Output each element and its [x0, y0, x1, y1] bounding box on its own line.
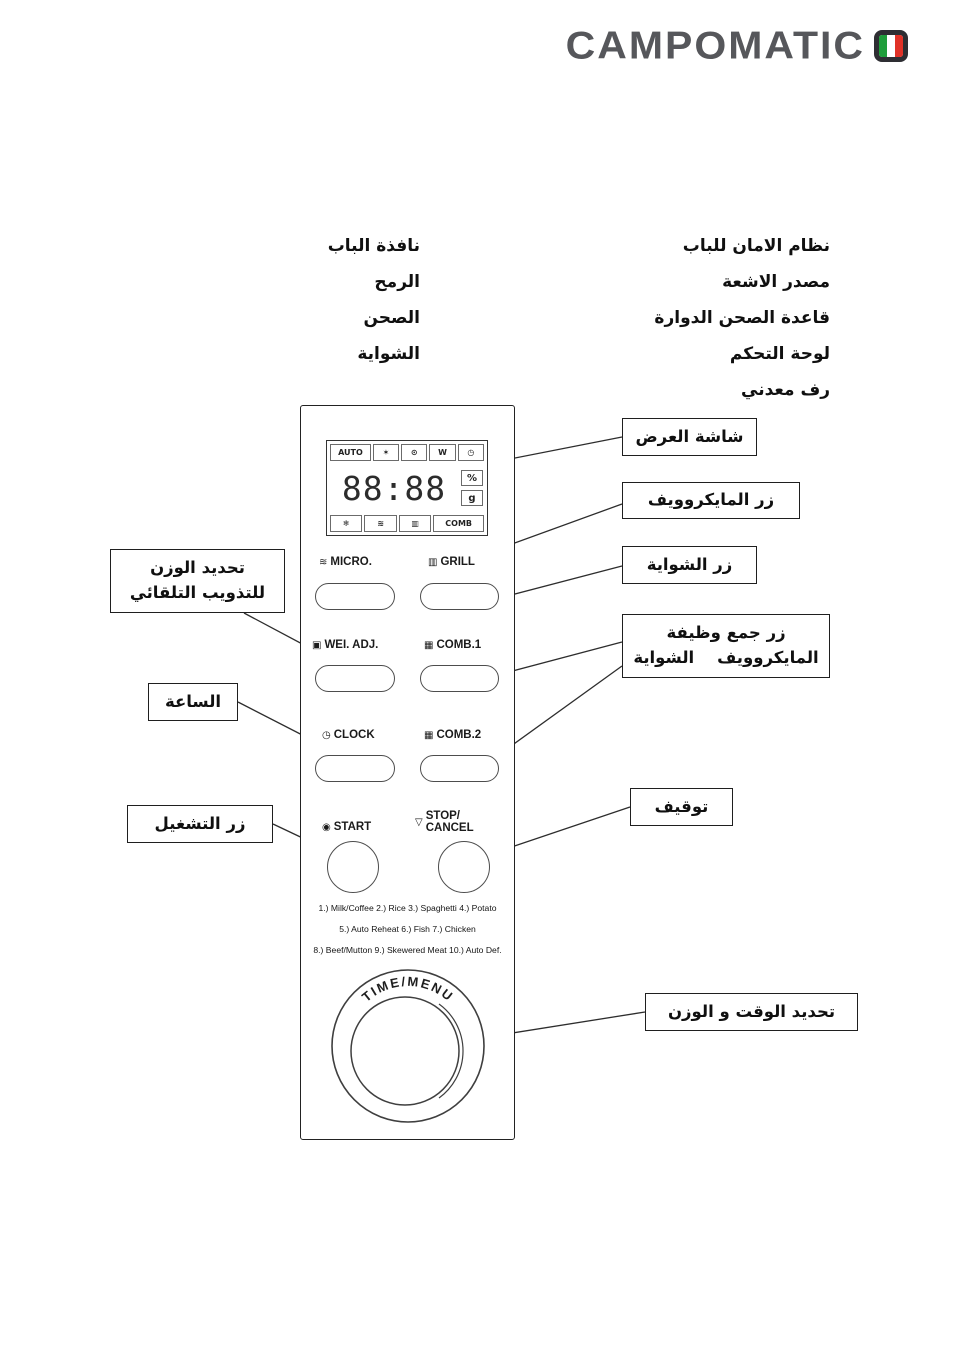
callout-time-weight: تحديد الوقت و الوزن	[645, 993, 858, 1031]
flag-green-stripe	[879, 34, 887, 57]
weight-adjust-label-text: WEI. ADJ.	[324, 639, 379, 651]
comb-indicator: COMB	[433, 515, 485, 532]
label-turntable-base: قاعدة الصحن الدوارة	[654, 308, 830, 328]
callout-weight-line2: للتذويب التلقائي	[129, 583, 266, 602]
display-bottom-row: ❄ ≋ ▥ COMB	[329, 514, 485, 533]
comb1-button-label: ▦ COMB.1	[424, 639, 481, 651]
callout-stop: توقيف	[630, 788, 733, 826]
callout-grill-button-text: زر الشواية	[646, 554, 733, 574]
micro-button	[315, 583, 395, 610]
callout-time-weight-text: تحديد الوقت و الوزن	[667, 1001, 836, 1021]
comb1-icon: ▦	[424, 639, 434, 651]
callout-grill-button: زر الشواية	[622, 546, 757, 584]
label-door-safety-system: نظام الامان للباب	[682, 236, 830, 256]
callout-start-button-text: زر التشغيل	[154, 813, 246, 833]
comb2-label-text: COMB.2	[436, 729, 482, 741]
fan-icon: ✶	[372, 444, 400, 461]
callout-clock: الساعة	[148, 683, 238, 721]
stop-icon: ▽	[415, 816, 423, 828]
time-menu-dial: TIME/MENU	[331, 969, 485, 1123]
display-middle: 88:88 % g	[329, 462, 485, 514]
label-door-window: نافذة الباب	[327, 236, 420, 256]
dial-outer-ring	[331, 969, 485, 1123]
dial-edge-arc	[438, 1003, 464, 1099]
grill-button-label: ▥ GRILL	[428, 556, 475, 568]
callout-combo-button: زر جمع وظيفة المايكروويف الشواية	[622, 614, 830, 678]
auto-indicator: AUTO	[330, 444, 371, 461]
callout-combo-line2: المايكروويف الشواية	[633, 648, 819, 667]
micro-icon: ≋	[319, 556, 328, 568]
label-metal-shelf: رف معدني	[741, 380, 830, 400]
weight-adjust-button-label: ▣ WEI. ADJ.	[312, 639, 378, 651]
callout-clock-text: الساعة	[164, 691, 222, 711]
menu-line-1: 1.) Milk/Coffee 2.) Rice 3.) Spaghetti 4…	[318, 903, 497, 913]
watt-indicator: W	[429, 444, 456, 461]
clock-icon: ◷	[457, 444, 484, 461]
label-control-panel: لوحة التحكم	[729, 344, 830, 364]
display-top-row: AUTO ✶ ⊙ W ◷	[329, 443, 485, 462]
stop-label-lines: STOP/ CANCEL	[426, 810, 474, 835]
dial-knob	[350, 996, 460, 1106]
start-icon: ◉	[322, 821, 331, 833]
clock-label-text: CLOCK	[333, 729, 375, 741]
label-spit: الرمح	[374, 272, 420, 292]
weight-adjust-icon: ▣	[312, 639, 322, 651]
flag-white-stripe	[887, 34, 895, 57]
turntable-icon: ⊙	[401, 444, 428, 461]
grill-label-text: GRILL	[440, 556, 475, 568]
percent-indicator: %	[461, 470, 483, 486]
stop-label-line1: STOP/	[425, 810, 461, 822]
clock-button-icon: ◷	[322, 729, 331, 741]
micro-button-label: ≋ MICRO.	[319, 556, 372, 568]
label-plate: الصحن	[363, 308, 420, 328]
label-grill: الشواية	[357, 344, 420, 364]
grill-button	[420, 583, 499, 610]
start-button	[327, 841, 379, 893]
microwave-waves-icon: ≋	[364, 515, 397, 532]
callout-microwave-button: زر المايكروويف	[622, 482, 800, 519]
gram-indicator: g	[461, 490, 483, 506]
display-screen: AUTO ✶ ⊙ W ◷ 88:88 % g ❄ ≋ ▥ COMB	[326, 440, 488, 536]
display-units: % g	[459, 462, 485, 514]
micro-label-text: MICRO.	[330, 556, 372, 568]
comb2-button	[420, 755, 499, 782]
comb2-icon: ▦	[424, 729, 434, 741]
grill-icon: ▥	[428, 556, 438, 568]
callout-display-screen: شاشة العرض	[622, 418, 757, 456]
callout-combo-line1: زر جمع وظيفة	[666, 623, 786, 643]
comb1-button	[420, 665, 499, 692]
stop-cancel-button	[438, 841, 490, 893]
brand-name: CAMPOMATIC	[565, 23, 865, 67]
start-button-label: ◉ START	[322, 821, 371, 833]
comb1-label-text: COMB.1	[436, 639, 482, 651]
menu-line-2: 5.) Auto Reheat 6.) Fish 7.) Chicken	[339, 924, 476, 934]
comb2-button-label: ▦ COMB.2	[424, 729, 481, 741]
clock-button-label: ◷ CLOCK	[322, 729, 375, 741]
stop-label-line2: CANCEL	[425, 822, 474, 835]
defrost-icon: ❄	[330, 515, 363, 532]
label-radiation-source: مصدر الاشعة	[722, 272, 830, 292]
grill-element-icon: ▥	[398, 515, 432, 532]
callout-stop-text: توقيف	[654, 796, 709, 816]
start-label-text: START	[333, 821, 372, 833]
clock-button	[315, 755, 395, 782]
weight-adjust-button	[315, 665, 395, 692]
brand-flag-icon	[874, 29, 908, 62]
time-digits: 88:88	[341, 468, 447, 508]
menu-line-3: 8.) Beef/Mutton 9.) Skewered Meat 10.) A…	[313, 945, 502, 955]
callout-auto-defrost-weight: تحديد الوزن للتذويب التلقائي	[110, 549, 285, 613]
control-panel-diagram: AUTO ✶ ⊙ W ◷ 88:88 % g ❄ ≋ ▥ COMB	[300, 405, 515, 1140]
stop-cancel-button-label: ▽ STOP/ CANCEL	[415, 810, 474, 835]
callout-start-button: زر التشغيل	[127, 805, 273, 843]
brand-logo: CAMPOMATIC	[566, 22, 908, 69]
callout-microwave-button-text: زر المايكروويف	[647, 490, 775, 510]
callout-display-screen-text: شاشة العرض	[635, 426, 744, 446]
callout-weight-line1: تحديد الوزن	[150, 558, 245, 578]
flag-red-stripe	[895, 34, 903, 57]
